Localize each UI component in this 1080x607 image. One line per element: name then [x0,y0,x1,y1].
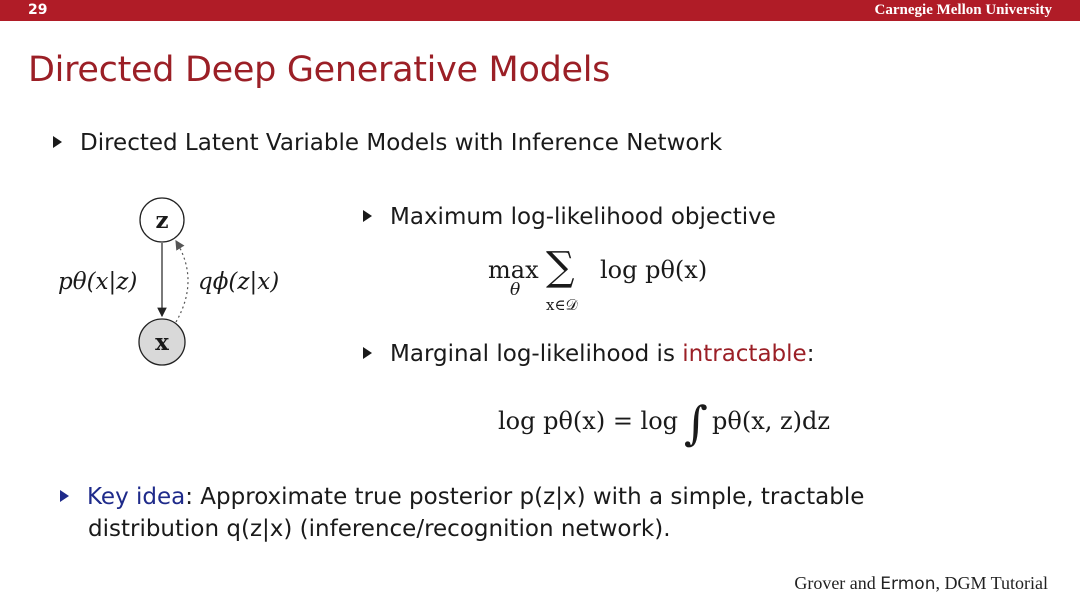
inference-arrow [175,239,189,323]
marginal-right: pθ(x, z)dz [712,407,830,435]
sum-subscript: x∈𝒟 [546,296,578,314]
node-x-label: x [155,329,169,356]
key-idea-text-1: : Approximate true posterior p(z|x) with… [185,484,865,510]
objective-term: log pθ(x) [600,256,708,284]
intractable-highlight: intractable [682,341,807,367]
bullet-main-text: Directed Latent Variable Models with Inf… [80,130,723,156]
bullet-objective: Maximum log-likelihood objective [363,204,776,230]
integral-symbol: ∫ [684,396,709,450]
node-x [138,318,186,366]
bullet-triangle-icon [363,347,372,359]
slide-number: 29 [28,2,48,18]
node-z-label: z [155,207,168,234]
bullet-marginal: Marginal log-likelihood is intractable: [363,341,814,367]
max-subscript: θ [510,280,521,300]
max-operator: max [488,256,539,284]
marginal-equation: log pθ(x) = log∫pθ(x, z)dz [498,396,830,450]
citation-prefix: Grover and [794,573,881,593]
header-bar: 29 Carnegie Mellon University [0,0,1080,21]
marginal-left: log pθ(x) = log [498,407,679,435]
node-z [139,197,185,243]
generative-label: pθ(x|z) [58,269,137,295]
bullet-objective-text: Maximum log-likelihood objective [390,204,776,230]
university-name: Carnegie Mellon University [874,2,1052,18]
bullet-main: Directed Latent Variable Models with Inf… [53,130,722,156]
inference-label: qϕ(z|x) [198,269,279,295]
slide-title: Directed Deep Generative Models [28,50,611,90]
bullet-triangle-icon [60,490,69,502]
bullet-marginal-suffix: : [806,341,815,367]
key-idea-text-2: distribution q(z|x) (inference/recogniti… [88,516,671,542]
bullet-triangle-icon [363,210,372,222]
citation-name: Ermon [880,574,936,594]
key-idea-label: Key idea [87,484,186,510]
citation: Grover and Ermon, DGM Tutorial [794,573,1048,594]
citation-suffix: , DGM Tutorial [935,573,1048,593]
bullet-key-idea: Key idea: Approximate true posterior p(z… [60,481,940,545]
sum-symbol: ∑ [546,244,575,290]
graphical-model-diagram: z x pθ(x|z) qϕ(z|x) [50,195,310,375]
bullet-triangle-icon [53,136,62,148]
bullet-marginal-prefix: Marginal log-likelihood is [390,341,683,367]
graphical-model-svg: z x pθ(x|z) qϕ(z|x) [58,197,279,366]
